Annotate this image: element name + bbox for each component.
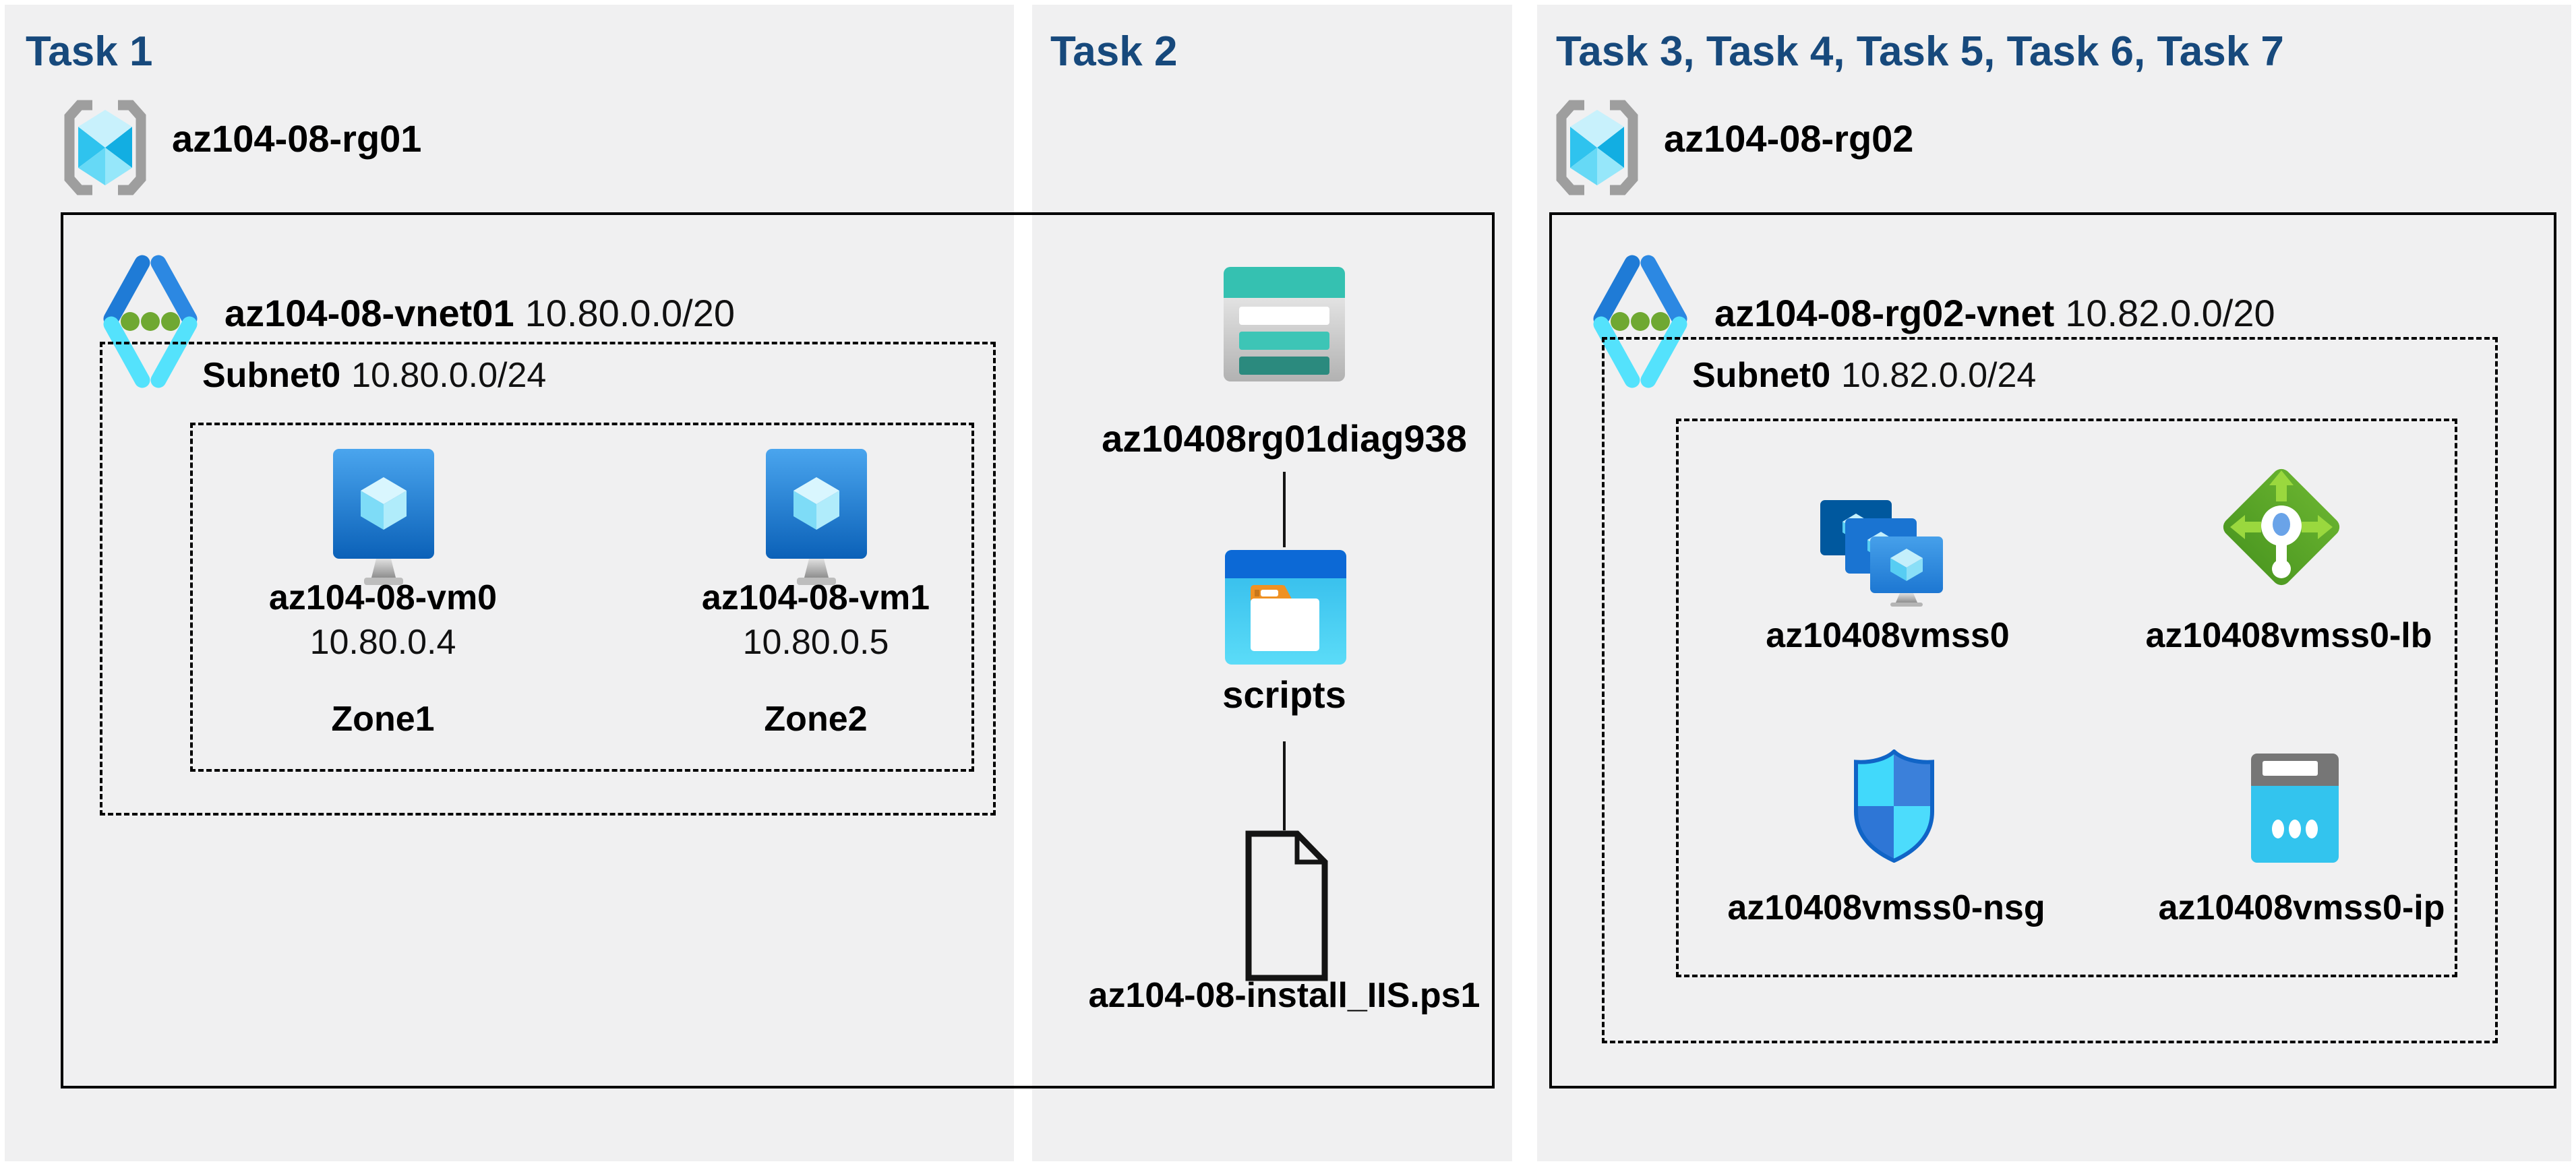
public-ip-icon: [2251, 754, 2339, 863]
task1-heading: Task 1: [26, 28, 153, 75]
task2-heading: Task 2: [1050, 28, 1178, 75]
connector-line: [1283, 472, 1286, 547]
vnet-name: az104-08-vnet01: [224, 292, 514, 334]
vm-name-label: az104-08-vm1: [701, 578, 930, 617]
subnet-label: Subnet0 10.82.0.0/24: [1692, 356, 2036, 395]
resource-group-label: az104-08-rg01: [172, 117, 422, 160]
storage-account-label: az10408rg01diag938: [1102, 417, 1467, 460]
subnet-name: Subnet0: [1692, 356, 1831, 395]
script-file-label: az104-08-install_IIS.ps1: [1088, 976, 1480, 1015]
vm-name-label: az104-08-vm0: [268, 578, 498, 617]
public-ip-label: az10408vmss0-ip: [2158, 888, 2445, 927]
subnet-name: Subnet0: [202, 356, 341, 395]
storage-account-icon: [1224, 267, 1345, 381]
resource-group-label: az104-08-rg02: [1664, 117, 1914, 160]
vnet01-boundary-box: [61, 212, 1495, 1088]
vmss-label: az10408vmss0: [1766, 616, 2010, 655]
resource-group-icon: [1556, 100, 1638, 195]
vm-ip-label: 10.80.0.5: [742, 623, 889, 662]
resource-group-icon: [64, 100, 146, 195]
load-balancer-label: az10408vmss0-lb: [2145, 616, 2432, 655]
subnet-cidr: 10.80.0.0/24: [351, 356, 547, 395]
vm-zone-dashed-box: [190, 423, 974, 772]
virtual-network-icon: [1593, 255, 1687, 388]
blob-container-icon: [1225, 550, 1346, 665]
network-security-group-icon: [1854, 749, 1934, 863]
vnet-cidr: 10.80.0.0/20: [525, 292, 735, 334]
vm-ip-label: 10.80.0.4: [309, 623, 456, 662]
script-file-icon: [1245, 830, 1328, 981]
subnet-label: Subnet0 10.80.0.0/24: [202, 356, 546, 395]
virtual-network-icon: [103, 255, 198, 388]
subnet0-dashed-box: [1602, 337, 2498, 1043]
virtual-machine-icon: [333, 449, 434, 585]
vm-zone-label: Zone1: [331, 700, 435, 739]
task1-panel: [5, 5, 1014, 1161]
vmss-resources-dashed-box: [1676, 419, 2457, 977]
load-balancer-icon: [2223, 468, 2340, 586]
vnet-cidr: 10.82.0.0/20: [2065, 292, 2275, 334]
vnet-name: az104-08-rg02-vnet: [1714, 292, 2055, 334]
rg02-vnet-boundary-box: [1549, 212, 2556, 1088]
vnet-label: az104-08-vnet01 10.80.0.0/20: [224, 292, 735, 335]
subnet-cidr: 10.82.0.0/24: [1841, 356, 2037, 395]
container-label: scripts: [1222, 673, 1346, 716]
vm-zone-label: Zone2: [764, 700, 868, 739]
task3-panel: [1537, 5, 2571, 1161]
virtual-machine-icon: [766, 449, 867, 585]
task3-heading: Task 3, Task 4, Task 5, Task 6, Task 7: [1556, 28, 2284, 75]
subnet0-dashed-box: [100, 342, 996, 816]
nsg-label: az10408vmss0-nsg: [1727, 888, 2045, 927]
connector-line: [1283, 741, 1286, 830]
vm-scale-set-icon: [1820, 500, 1943, 607]
